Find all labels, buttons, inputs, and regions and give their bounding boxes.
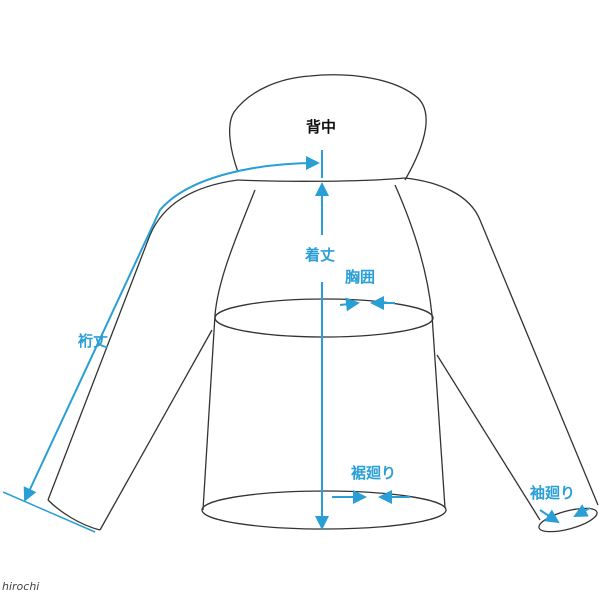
chest-arrow-left [339, 297, 360, 312]
label-sleeve-length: 裄丈 [78, 332, 109, 350]
label-hem: 裾廻り [351, 464, 397, 482]
watermark: hirochi [2, 580, 40, 593]
sleeve-length-arrow [23, 162, 319, 502]
cuff-guide-line [2, 491, 96, 533]
label-cuff: 袖廻り [530, 484, 576, 502]
label-chest: 胸囲 [345, 268, 376, 286]
cuff-arrow-right [573, 504, 591, 517]
jacket-outline [47, 74, 599, 533]
label-length: 着丈 [305, 246, 336, 264]
cuff-arrow-left [539, 509, 560, 524]
measurement-arrows [2, 150, 591, 533]
label-back: 背中 [306, 118, 337, 136]
